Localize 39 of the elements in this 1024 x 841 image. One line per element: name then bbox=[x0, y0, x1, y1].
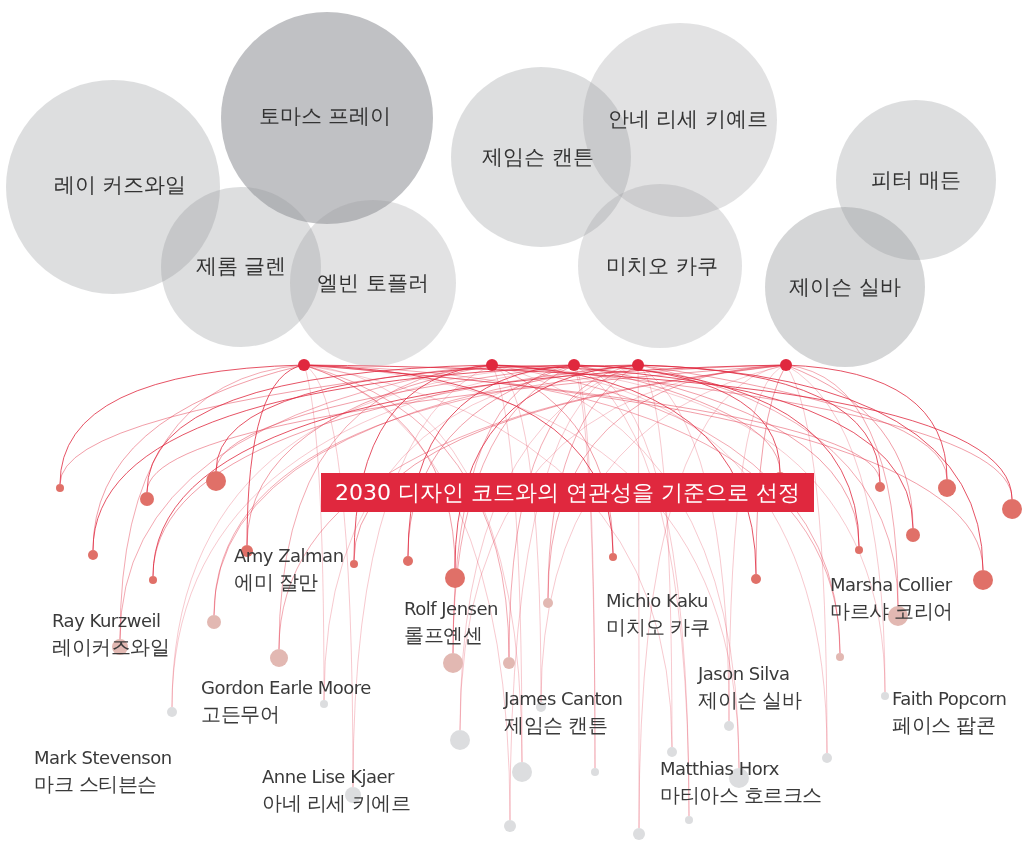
person-name: 안네 리세 키예르 bbox=[607, 106, 769, 133]
name-label: Amy Zalman bbox=[234, 545, 344, 567]
name-label: Matthias Horx bbox=[660, 758, 779, 780]
name-label: Ray Kurzweil bbox=[52, 610, 161, 632]
name-label: 에미 잘만 bbox=[234, 571, 318, 593]
name-label: 마크 스티븐슨 bbox=[34, 773, 157, 795]
name-label: James Canton bbox=[504, 688, 623, 710]
person-name: 레이 커즈와일 bbox=[53, 172, 187, 199]
person-name: 미치오 카쿠 bbox=[606, 253, 718, 280]
name-label: Gordon Earle Moore bbox=[201, 677, 371, 699]
name-label: Mark Stevenson bbox=[34, 747, 172, 769]
name-label: Faith Popcorn bbox=[892, 688, 1007, 710]
person-circle bbox=[836, 100, 996, 260]
name-label: Anne Lise Kjaer bbox=[262, 766, 394, 788]
person-circle bbox=[221, 12, 433, 224]
name-label: 레이커즈와일 bbox=[52, 636, 169, 658]
name-label: 마르샤 코리어 bbox=[830, 600, 953, 622]
name-label: Michio Kaku bbox=[606, 590, 708, 612]
name-label: 아네 리세 키에르 bbox=[262, 792, 411, 814]
name-label: 마티아스 호르크스 bbox=[660, 784, 822, 806]
name-label: 제이슨 실바 bbox=[698, 689, 802, 711]
person-circle bbox=[290, 200, 456, 366]
person-name: 제이슨 실바 bbox=[789, 274, 901, 301]
name-label: 제임슨 캔튼 bbox=[504, 714, 608, 736]
person-name: 제롬 글렌 bbox=[195, 253, 287, 280]
person-name: 피터 매든 bbox=[870, 167, 962, 194]
banner: 2030 디자인 코드와의 연관성을 기준으로 선정 bbox=[321, 473, 814, 512]
name-label: 미치오 카쿠 bbox=[606, 616, 710, 638]
name-label: 고든무어 bbox=[201, 703, 279, 725]
person-name: 엘빈 토플러 bbox=[317, 270, 429, 297]
name-label: Rolf Jensen bbox=[404, 598, 498, 620]
name-label: 페이스 팝콘 bbox=[892, 714, 996, 736]
name-label: Jason Silva bbox=[698, 663, 790, 685]
name-label: 롤프옌센 bbox=[404, 624, 482, 646]
person-name: 토마스 프레이 bbox=[258, 103, 392, 130]
name-label: Marsha Collier bbox=[830, 574, 952, 596]
person-circle bbox=[578, 184, 742, 348]
person-name: 제임슨 캔튼 bbox=[482, 144, 594, 171]
person-circle bbox=[765, 207, 925, 367]
